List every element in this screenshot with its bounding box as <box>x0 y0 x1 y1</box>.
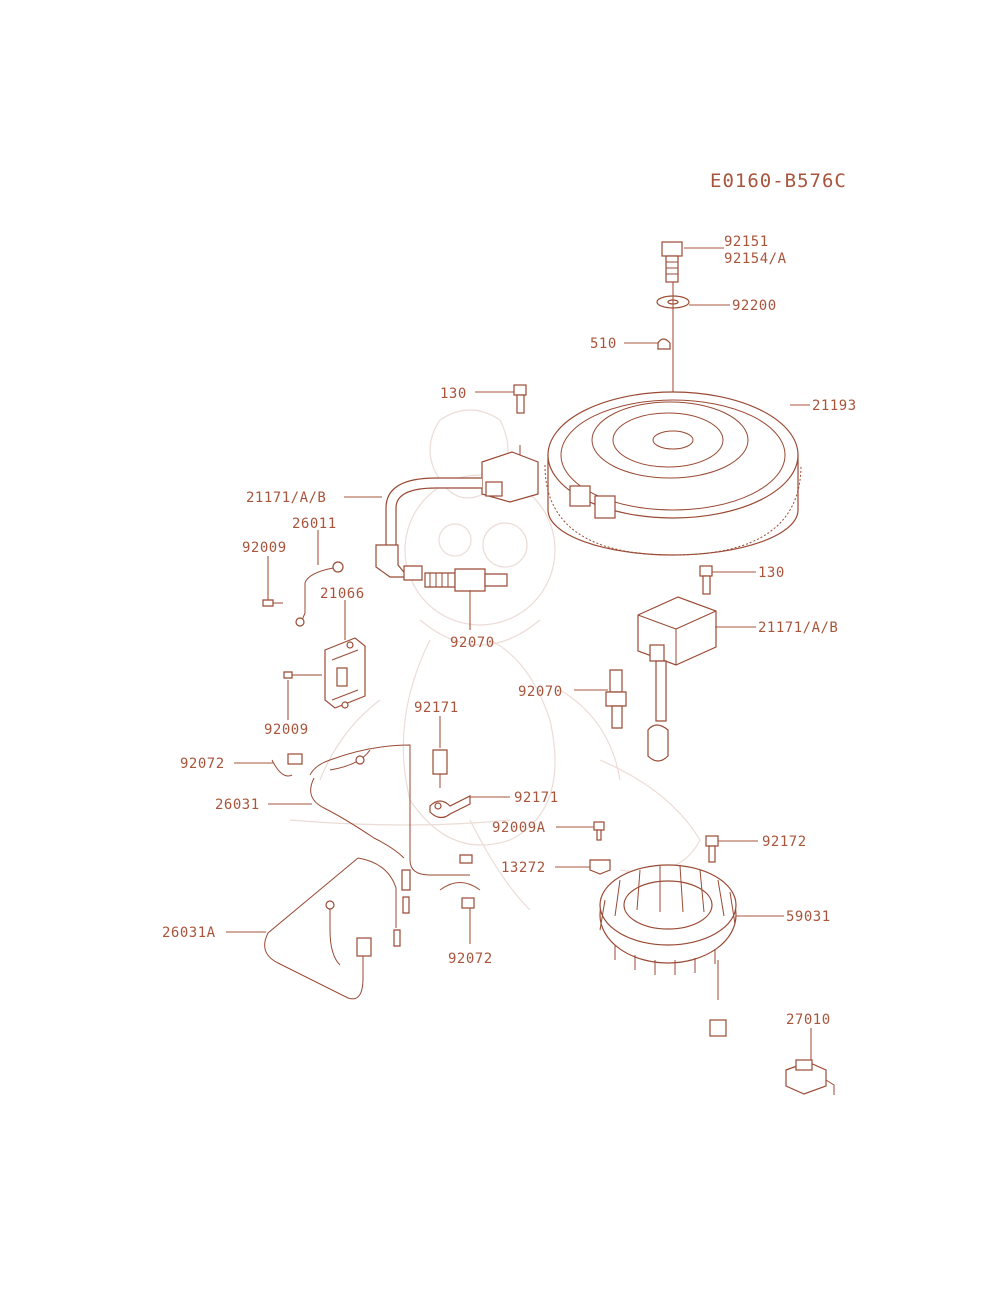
label-27010: 27010 <box>786 1012 831 1028</box>
label-92072-bottom: 92072 <box>448 951 493 967</box>
part-labels: 92151 92154/A 92200 510 130 21193 21171/… <box>162 234 857 1028</box>
diagram-code: E0160-B576C <box>710 170 847 192</box>
label-92009a: 92009A <box>492 820 546 836</box>
label-92172: 92172 <box>762 834 807 850</box>
label-59031: 59031 <box>786 909 831 925</box>
label-92151: 92151 <box>724 234 769 250</box>
bolt-92172 <box>705 835 719 863</box>
label-92009-bottom: 92009 <box>264 722 309 738</box>
clamp-92072-top <box>271 753 303 777</box>
label-92070-right: 92070 <box>518 684 563 700</box>
spark-plug-right <box>605 669 627 729</box>
switch-27010 <box>785 1059 835 1095</box>
ignition-coil-left <box>375 445 539 581</box>
bolt-92009a <box>593 821 605 841</box>
lead-wire-26011 <box>262 561 344 627</box>
bolt-92151 <box>661 241 683 283</box>
bracket-13272 <box>589 859 611 875</box>
clamp-92072-bottom <box>439 882 481 909</box>
label-130-right: 130 <box>758 565 785 581</box>
label-13272: 13272 <box>501 860 546 876</box>
key-510 <box>657 338 671 350</box>
label-92171-mid: 92171 <box>514 790 559 806</box>
spark-plug-left <box>424 568 508 592</box>
label-92072-top: 92072 <box>180 756 225 772</box>
label-92009-top: 92009 <box>242 540 287 556</box>
bolt-130-top <box>513 384 527 414</box>
stator-59031 <box>599 864 737 1037</box>
regulator-21066 <box>283 637 366 709</box>
label-26031a: 26031A <box>162 925 216 941</box>
label-92070-left: 92070 <box>450 635 495 651</box>
label-510: 510 <box>590 336 617 352</box>
label-92171-top: 92171 <box>414 700 459 716</box>
bolt-130-right <box>699 565 713 595</box>
label-130-top: 130 <box>440 386 467 402</box>
harness-26031 <box>309 744 473 914</box>
label-26011: 26011 <box>292 516 337 532</box>
label-21066: 21066 <box>320 586 365 602</box>
label-21171-left: 21171/A/B <box>246 490 326 506</box>
flywheel-21193 <box>544 391 802 556</box>
leader-lines <box>226 247 812 1060</box>
label-21193: 21193 <box>812 398 857 414</box>
label-26031: 26031 <box>215 797 260 813</box>
label-92154a: 92154/A <box>724 251 787 267</box>
harness-26031a <box>264 857 401 1000</box>
label-92200: 92200 <box>732 298 777 314</box>
clamp-92171 <box>429 749 471 819</box>
ignition-coil-right <box>637 596 717 762</box>
label-21171-right: 21171/A/B <box>758 620 838 636</box>
